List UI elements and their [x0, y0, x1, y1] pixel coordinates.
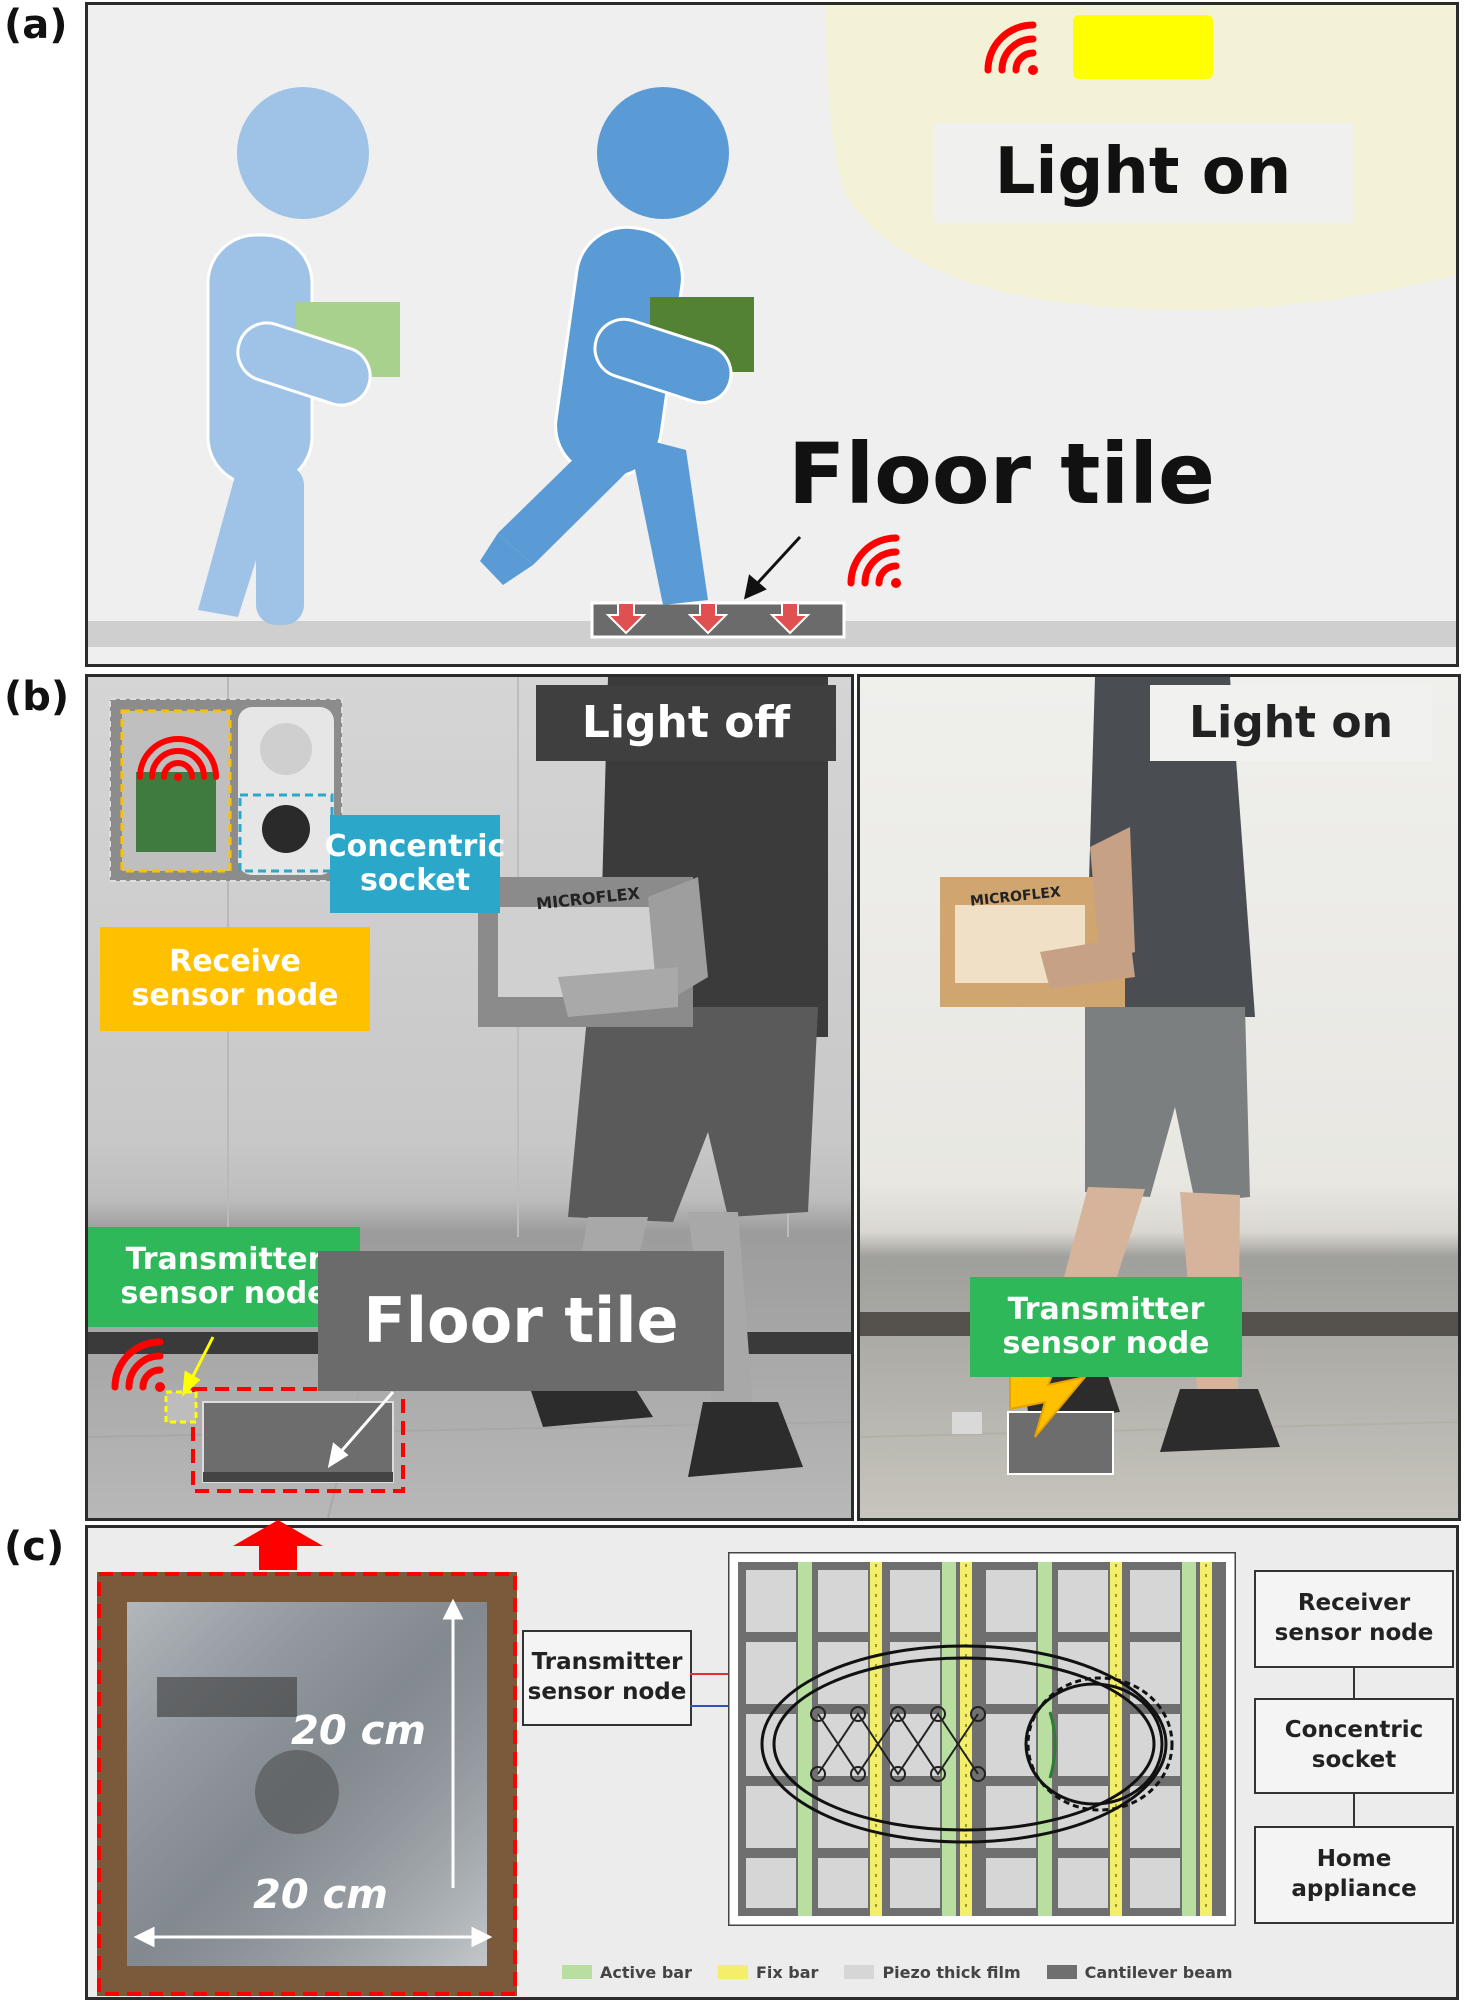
legend-label: Cantilever beam [1084, 1962, 1233, 1982]
legend-item-cantilever-beam: Cantilever beam [1046, 1962, 1233, 1982]
panel-a-frame: Light on Floor tile [85, 2, 1459, 667]
dimension-vertical-label: 20 cm [291, 1708, 426, 1754]
active-bar-swatch [562, 1965, 592, 1979]
transmitter-connections [690, 1673, 730, 1707]
transmitter-sensor-node-box: Transmitter sensor node [522, 1630, 692, 1726]
light-off-label: Light off [536, 685, 836, 761]
home-appliance-box: Home appliance [1254, 1826, 1454, 1924]
ceiling-light [1073, 15, 1213, 79]
flow-connector-2 [1353, 1794, 1355, 1826]
legend-item-active-bar: Active bar [562, 1963, 692, 1982]
legend-label: Fix bar [756, 1962, 819, 1982]
signal-icon-light [984, 21, 1038, 75]
up-arrow-icon [233, 1520, 323, 1570]
cantilever-grid-diagram [728, 1552, 1236, 1926]
signal-icon-transmitter [111, 1338, 165, 1392]
light-on-label-b: Light on [1150, 685, 1432, 761]
photo-light-on-scene [860, 677, 1458, 1475]
piezo-film-swatch [844, 1965, 875, 1979]
flow-connector-1 [1353, 1668, 1355, 1698]
floor-tile-label-a: Floor tile [788, 425, 1215, 523]
fix-bar-swatch [718, 1965, 748, 1979]
concentric-socket-box: Concentric socket [1254, 1698, 1454, 1794]
legend: Active bar Fix bar Piezo thick film Cant… [562, 1958, 1262, 1986]
legend-item-piezo-film: Piezo thick film [844, 1962, 1021, 1982]
dimension-horizontal-label: 20 cm [253, 1872, 388, 1918]
legend-item-fix-bar: Fix bar [718, 1963, 818, 1982]
transmitter-sensor-node-label-left: Transmitter sensor node [88, 1227, 360, 1327]
person-light [198, 87, 400, 625]
tile-photo: 20 cm 20 cm [97, 1572, 517, 1996]
light-on-label-a: Light on [933, 123, 1353, 223]
concentric-socket-label: Concentric socket [325, 815, 505, 913]
panel-b-letter: (b) [4, 674, 70, 720]
panel-a-letter: (a) [4, 2, 68, 48]
signal-icon-tile [847, 534, 901, 588]
photo-light-off: Light off Concentric socket Receive sens… [85, 674, 854, 1521]
floor-tile-arrow [743, 535, 802, 600]
receive-sensor-node-label: Receive sensor node [100, 927, 370, 1031]
person-dark [480, 87, 754, 605]
transmitter-sensor-node-label-right: Transmitter sensor node [970, 1277, 1242, 1377]
receiver-sensor-node-box: Receiver sensor node [1254, 1570, 1454, 1668]
cantilever-beam-swatch [1046, 1965, 1077, 1979]
photo-light-on: Light on Transmitter sensor node MICROFL… [857, 674, 1461, 1521]
pressure-arrows [605, 602, 811, 635]
panel-a-illustration [88, 5, 1456, 647]
legend-label: Piezo thick film [882, 1962, 1021, 1982]
legend-label: Active bar [600, 1962, 692, 1982]
panel-c-letter: (c) [4, 1524, 65, 1570]
photo-light-off-scene [88, 677, 851, 1518]
floor-tile-label-b: Floor tile [318, 1251, 724, 1391]
